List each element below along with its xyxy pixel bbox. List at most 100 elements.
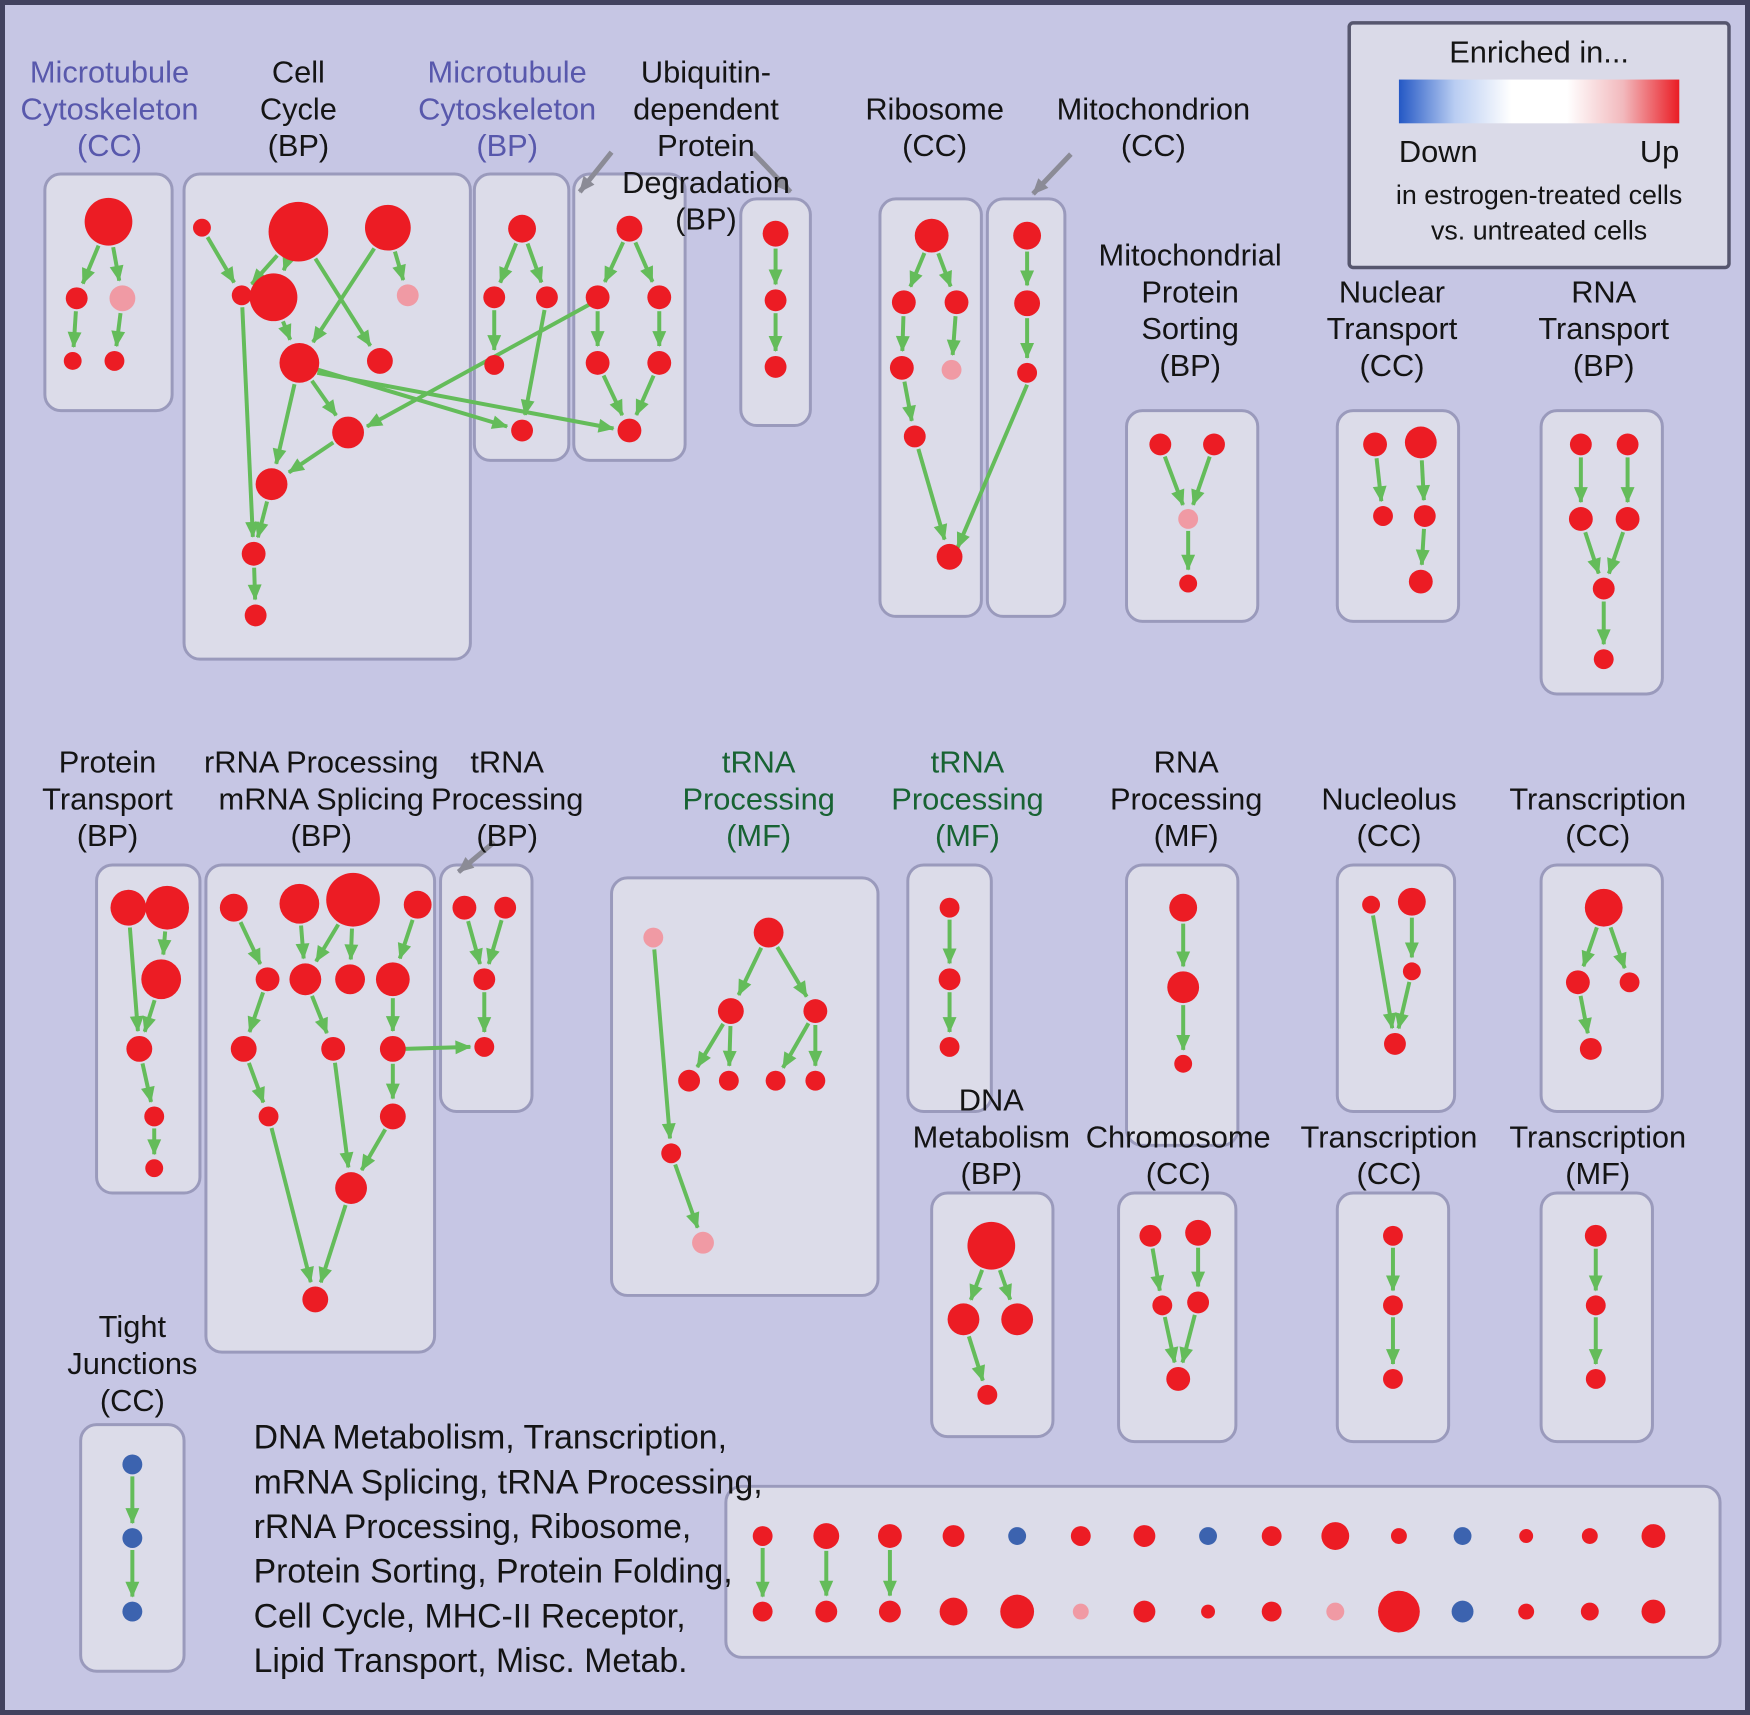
go-term-node (230, 1035, 257, 1062)
go-term-node (141, 959, 182, 1000)
go-term-node (942, 1525, 965, 1547)
edge-arrow (946, 316, 961, 356)
go-term-node (815, 1600, 838, 1623)
go-term-node (289, 963, 322, 996)
go-term-node (903, 425, 926, 448)
cluster-label-line: Processing (683, 781, 835, 816)
go-term-node (1581, 1528, 1598, 1544)
go-term-node (145, 1159, 164, 1178)
go-term-node (1149, 433, 1172, 456)
edge-arrow (67, 311, 82, 348)
edge-arrow (111, 312, 126, 348)
cluster-label-line: Protein (59, 744, 157, 779)
go-term-node (249, 273, 298, 322)
cluster-label-nucleolus-cc: Nucleolus(CC) (1321, 781, 1456, 853)
cluster-label-line: Mitochondrial (1099, 237, 1282, 272)
go-term-node (231, 285, 252, 306)
edge-arrow (652, 949, 676, 1140)
go-term-node (1619, 972, 1640, 993)
edge-arrow (902, 381, 916, 422)
cluster-label-line: Transport (1327, 311, 1458, 346)
edge-arrow (287, 440, 335, 475)
edge-arrow (633, 241, 655, 283)
edge-arrow (344, 928, 359, 961)
go-term-node (1187, 1291, 1210, 1314)
go-term-node (1013, 221, 1042, 250)
layer-edges (67, 150, 1635, 1598)
legend-up-label: Up (1640, 134, 1679, 169)
cluster-box-ubiquitin-degradation-group-2 (739, 197, 812, 428)
go-term-node (1167, 971, 1200, 1004)
edge-arrow (295, 925, 310, 960)
cluster-label-line: Microtubule (428, 55, 587, 90)
edge-arrow (311, 247, 376, 344)
go-term-node (585, 350, 610, 375)
cross-cluster-edge-arrow (366, 301, 593, 429)
edge-arrow (281, 253, 296, 272)
go-term-node (803, 999, 828, 1024)
go-term-node (1199, 1527, 1217, 1545)
go-term-node (752, 1601, 773, 1622)
go-term-node (244, 604, 267, 627)
cluster-label-line: mRNA Splicing (219, 781, 424, 816)
edge-arrow (602, 241, 625, 283)
cluster-label-line: Degradation (622, 165, 790, 200)
go-term-node (1363, 432, 1387, 457)
cluster-label-line: (CC) (77, 128, 142, 163)
go-term-node (1616, 433, 1639, 456)
go-term-node (1174, 1054, 1193, 1073)
go-term-node (483, 286, 506, 309)
go-term-node (1072, 1603, 1089, 1620)
go-term-node (65, 287, 88, 310)
cluster-label-line: (MF) (726, 818, 791, 853)
mixed-cluster-note-line: Protein Sorting, Protein Folding, (254, 1553, 733, 1591)
go-term-node (813, 1523, 840, 1549)
go-term-node (379, 1035, 406, 1062)
go-term-node (939, 1036, 960, 1057)
go-term-node (1201, 1604, 1216, 1619)
go-term-node (661, 1143, 682, 1164)
go-term-node (1373, 506, 1393, 526)
go-term-node (1152, 1295, 1173, 1316)
edge-arrow (238, 921, 263, 965)
cluster-label-line: (BP) (476, 818, 538, 853)
edge-arrow (205, 236, 236, 284)
edge-arrow (936, 252, 953, 288)
go-term-node (889, 355, 914, 380)
cluster-label-line: (MF) (1154, 818, 1219, 853)
cluster-label-line: tRNA (470, 744, 544, 779)
go-term-node (891, 290, 916, 315)
edge-arrow (1162, 1316, 1179, 1364)
edge-arrow (313, 257, 373, 347)
legend-gradient-bar (1398, 79, 1680, 124)
go-term-node (1001, 1303, 1034, 1336)
go-term-node (452, 895, 477, 920)
go-term-node (122, 1528, 143, 1548)
cluster-label-line: Transport (1538, 311, 1669, 346)
cluster-box-ubiquitin-dependent-protein-degradation-bp (572, 172, 687, 462)
go-term-node (302, 1286, 329, 1313)
edge-arrow (1179, 1314, 1197, 1364)
cluster-label-line: rRNA Processing (204, 744, 438, 779)
go-term-node (1402, 962, 1421, 981)
go-term-node (1569, 433, 1592, 456)
edge-arrow (247, 567, 262, 601)
go-term-node (474, 1036, 495, 1057)
go-term-node (1519, 1529, 1534, 1543)
cluster-box-cell-cycle-bp (182, 172, 472, 661)
go-term-node (1593, 649, 1614, 670)
edge-arrow (332, 1062, 354, 1169)
edge-arrow (278, 320, 293, 341)
go-term-node (878, 1600, 901, 1623)
cluster-label-line: Cytoskeleton (20, 91, 198, 126)
edge-arrow (127, 927, 144, 1033)
